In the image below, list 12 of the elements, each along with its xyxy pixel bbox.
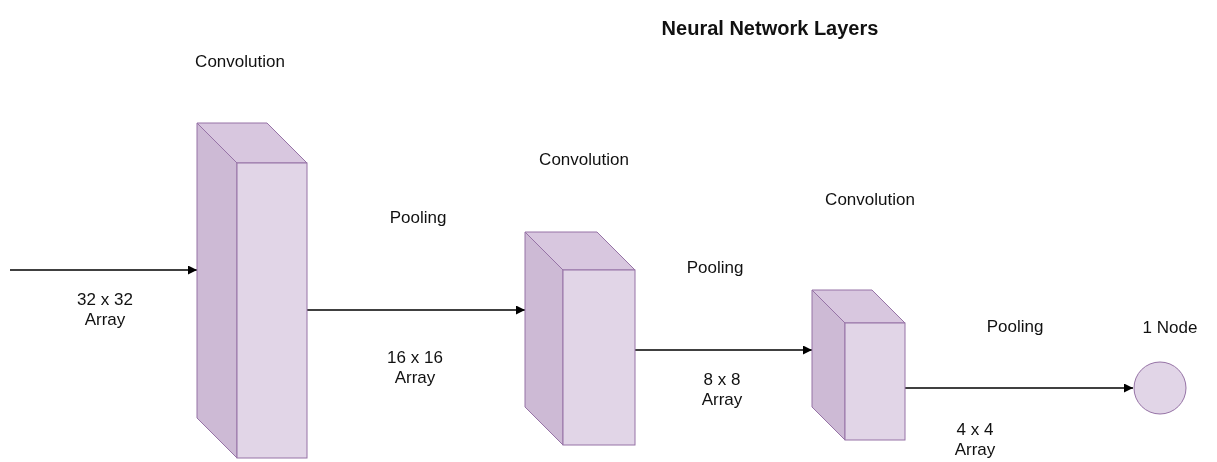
step-label: Pooling — [686, 258, 744, 278]
layer-heading: Convolution — [195, 52, 285, 72]
layer-heading: 1 Node — [1142, 318, 1198, 338]
step-label: Pooling — [389, 208, 447, 228]
arrow — [306, 305, 526, 315]
layer-heading: Convolution — [539, 150, 629, 170]
arrow — [9, 265, 198, 275]
layer-heading: Convolution — [825, 190, 915, 210]
arrow — [634, 345, 813, 355]
diagram-title: Neural Network Layers — [661, 18, 879, 38]
step-label: Pooling — [986, 317, 1044, 337]
arrow — [904, 383, 1134, 393]
